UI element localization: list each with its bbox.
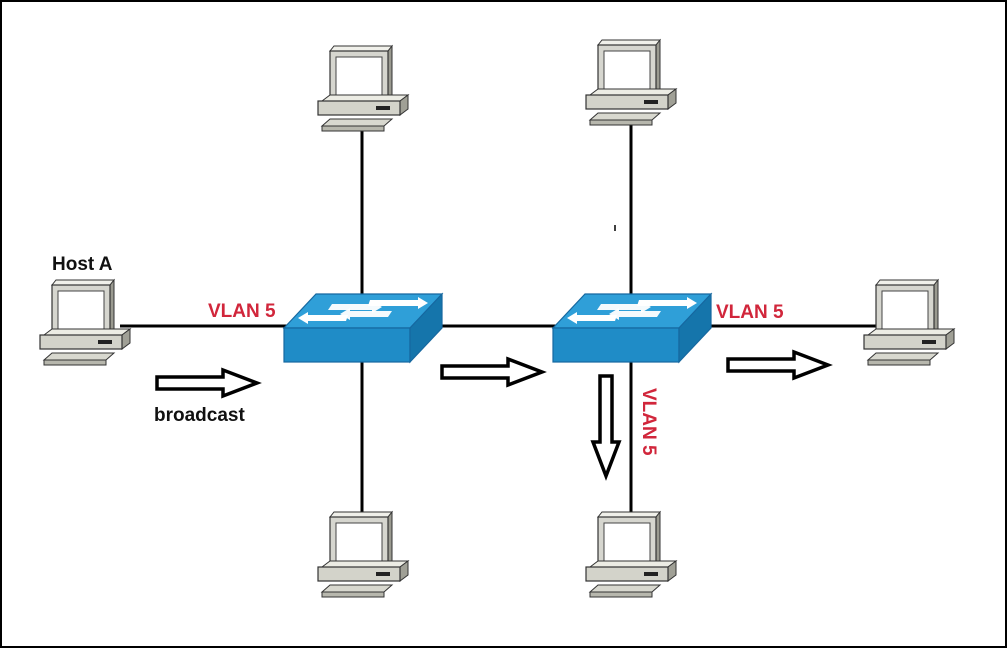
network-links (120, 122, 876, 518)
arrow-switch-2-to-bottom-host-icon (591, 374, 621, 478)
switch-2-icon (552, 293, 712, 363)
arrow-host-a-to-switch-1-icon (155, 368, 259, 398)
vlan-label-switch-2-bottom: VLAN 5 (638, 388, 659, 456)
broadcast-label: broadcast (154, 405, 245, 426)
arrow-switch-1-to-switch-2-icon (440, 357, 544, 387)
arrow-switch-2-to-right-host-icon (726, 350, 830, 380)
vlan-label-switch-1: VLAN 5 (208, 301, 276, 322)
switch-1-icon (283, 293, 443, 363)
vlan-label-switch-2-right: VLAN 5 (716, 302, 784, 323)
host-a-label: Host A (52, 254, 113, 275)
host-bottom-left-computer-icon (317, 511, 409, 598)
host-bottom-right-computer-icon (585, 511, 677, 598)
host-top-right-computer-icon (585, 39, 677, 126)
host-top-left-computer-icon (317, 45, 409, 132)
host-right-computer-icon (863, 279, 955, 366)
host-a-computer-icon (39, 279, 131, 366)
